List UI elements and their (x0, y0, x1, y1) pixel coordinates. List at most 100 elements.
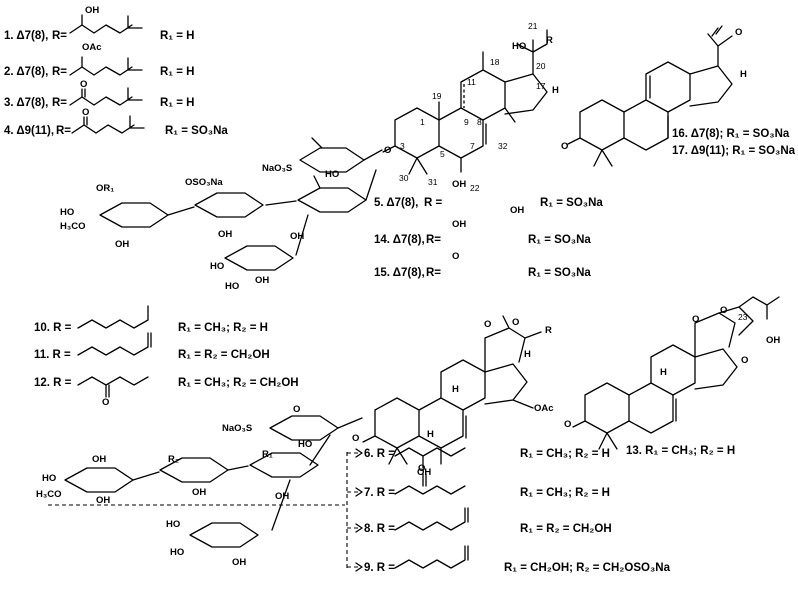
compound-8-label: 8. R = (364, 523, 396, 535)
bottom-aglycone-h-1: H (524, 349, 531, 360)
bottom-aglycone-oac: OAc (534, 403, 554, 414)
bottom-sugar-oh-2: OH (96, 495, 111, 506)
c11-number: 11 (467, 77, 476, 87)
side-chain-1 (69, 14, 143, 34)
compound-14-oh: OH (452, 219, 467, 230)
top-sugar-ho-2: HO (60, 207, 75, 218)
c7-number: 7 (470, 141, 475, 151)
bottom-aglycone-r: R (545, 325, 552, 336)
bottom-sugar-o-1: O (293, 404, 301, 415)
compound-7-r1: R₁ = CH₃; R₂ = H (520, 487, 610, 499)
compound-13-o-carbonyl: O (692, 314, 700, 325)
compound-5-oh-2: OH (510, 205, 525, 216)
side-chain-2 (69, 56, 143, 76)
c20-number: 20 (536, 61, 546, 71)
compound-10-r1: R₁ = CH₃; R₂ = H (178, 322, 268, 334)
aglycone-r: R (546, 35, 553, 46)
side-chains-6-9 (394, 447, 469, 569)
c32-number: 32 (498, 141, 508, 151)
compound-13-oh: OH (766, 335, 781, 346)
bottom-sugar-ho-2: HO (42, 473, 57, 484)
bottom-sugar-chain (64, 415, 363, 548)
compound-13-o-ring: O (720, 305, 728, 316)
compound-1-oh: OH (85, 5, 100, 16)
top-sugar-nao3s: NaO₃S (262, 163, 293, 174)
top-sugar-oh-3: OH (290, 231, 305, 242)
compound-5-oh-1: OH (452, 179, 467, 190)
bottom-sugar-oh-1: OH (92, 454, 107, 465)
compound-3-o: O (80, 79, 88, 90)
bottom-aglycone-o-carbonyl: O (484, 319, 492, 330)
top-sugar-ho-4: HO (225, 281, 240, 292)
compound-15-r1: R₁ = SO₃Na (528, 267, 591, 279)
compound-8-r1: R₁ = R₂ = CH₂OH (520, 523, 612, 535)
compound-5-label: 5. Δ7(8), (374, 197, 419, 209)
compound-14-r: R= (426, 234, 442, 246)
compound-9-r1: R₁ = CH₂OH; R₂ = CH₂OSO₃Na (504, 562, 670, 574)
top-sugar-ho-1: HO (325, 169, 340, 180)
compound-6-oh: OH (417, 467, 432, 478)
compound-1-label: 1. Δ7(8), (4, 30, 49, 42)
bottom-sugar-oh-4: OH (275, 491, 290, 502)
side-chains-10-12 (77, 305, 152, 398)
compound-14-r1: R₁ = SO₃Na (528, 234, 591, 246)
compound-15-label: 15. Δ7(8), (374, 267, 425, 279)
c18-number: 18 (490, 57, 500, 67)
top-sugar-oh-2: OH (115, 239, 130, 250)
compound-5-r: R = (424, 197, 443, 209)
right-aglycone-o-ketone: O (735, 27, 743, 38)
compound-13-o-ether: O (741, 355, 749, 366)
compound-2-r: R= (52, 66, 68, 78)
compound-11-label: 11. R = (34, 349, 71, 361)
compound-13-o-link: O (564, 419, 572, 430)
compound-2-oac: OAc (82, 42, 102, 53)
top-sugar-ho-3: HO (210, 261, 225, 272)
compound-7-label: 7. R = (364, 487, 396, 499)
top-sugar-oh-1: OH (218, 229, 233, 240)
compound-6-r1: R₁ = CH₃; R₂ = H (520, 448, 610, 460)
compound-3-r: R= (52, 97, 68, 109)
bottom-aglycone-o-ring: O (512, 317, 520, 328)
compound-1-r: R= (52, 30, 68, 42)
compound-1-r1: R₁ = H (160, 30, 195, 42)
aglycone-13-rings (572, 296, 780, 450)
bottom-aglycone-rings (362, 315, 542, 465)
top-sugar-oso3na: OSO₃Na (185, 177, 223, 188)
aglycone-h: H (552, 85, 559, 96)
compound-2-r1: R₁ = H (160, 66, 195, 78)
bottom-aglycone-o-link: O (352, 433, 360, 444)
bottom-sugar-ho-1: HO (298, 439, 313, 450)
top-sugar-chain (99, 137, 383, 271)
c9-number: 9 (464, 117, 469, 127)
c5-number: 5 (440, 149, 445, 159)
compound-4-r1: R₁ = SO₃Na (165, 125, 228, 137)
bottom-aglycone-h-3: H (427, 429, 434, 440)
bottom-sugar-r2: R₂ (168, 454, 180, 465)
bottom-sugar-h3co: H₃CO (36, 489, 62, 500)
c30-number: 30 (399, 173, 409, 183)
compound-13-h: H (660, 367, 667, 378)
compound-10-label: 10. R = (34, 322, 72, 334)
compound-9-label: 9. R = (364, 562, 396, 574)
top-sugar-oh-4: OH (255, 275, 270, 286)
bottom-sugar-r1: R₁ (262, 449, 273, 460)
compound-3-r1: R₁ = H (160, 97, 195, 109)
c17-number: 17 (536, 81, 546, 91)
compound-13-label: 13. R₁ = CH₃; R₂ = H (626, 445, 736, 457)
compound-12-label: 12. R = (34, 377, 72, 389)
side-chain-4 (71, 115, 145, 134)
compound-17-label: 17. Δ9(11); R₁ = SO₃Na (672, 145, 796, 157)
compound-6-label: 6. R = (364, 448, 396, 460)
compound-5-r1: R₁ = SO₃Na (540, 197, 603, 209)
c8-number: 8 (477, 117, 482, 127)
compound-12-r1: R₁ = CH₃; R₂ = CH₂OH (178, 377, 299, 389)
compound-15-o: O (452, 251, 460, 262)
bottom-sugar-oh-5: OH (232, 557, 247, 568)
top-sugar-or1: OR₁ (96, 183, 115, 194)
bottom-sugar-nao3s: NaO₃S (222, 423, 253, 434)
connector-arrows (48, 448, 363, 572)
compound-15-r: R= (426, 267, 442, 279)
compound-4-r: R= (56, 125, 72, 137)
right-aglycone-h: H (740, 69, 747, 80)
